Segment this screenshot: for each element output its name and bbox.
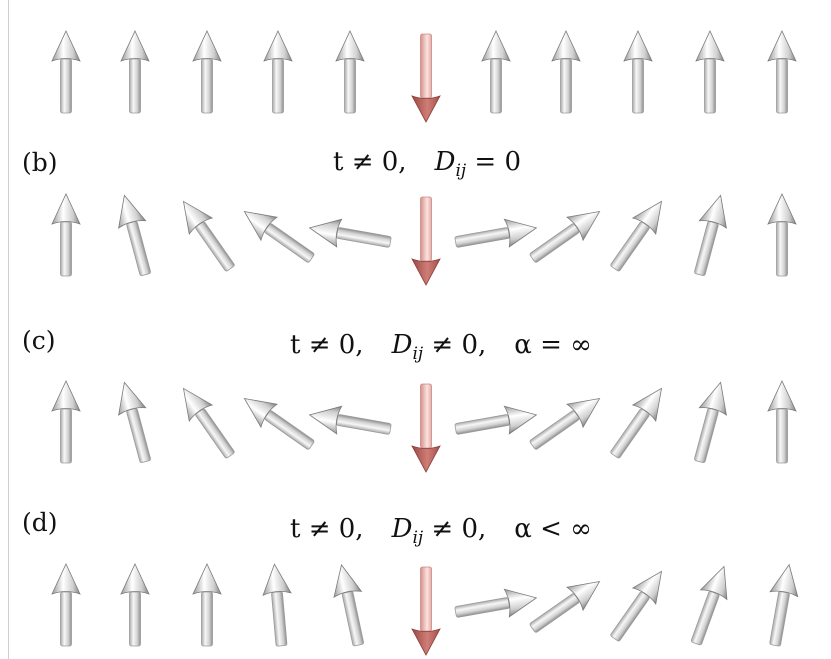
panel-4-arrows <box>51 563 799 656</box>
impurity-spin-arrow <box>411 383 441 473</box>
spin-arrow <box>262 563 292 647</box>
spin-arrow <box>243 210 315 263</box>
condition-t: t ≠ 0, <box>333 147 407 177</box>
impurity-spin-arrow <box>411 566 441 656</box>
spin-arrow <box>192 563 222 647</box>
condition-dij: Dij ≠ 0, <box>391 330 487 365</box>
spin-arrow <box>335 30 365 114</box>
panel-label-b: (b) <box>22 148 58 177</box>
spin-arrow <box>454 588 538 618</box>
panel-d-condition: t ≠ 0, Dij ≠ 0, α < ∞ <box>290 514 592 548</box>
spin-arrow <box>690 565 728 646</box>
spin-arrow <box>767 380 797 464</box>
spin-arrow <box>610 387 663 459</box>
spin-arrow <box>51 563 81 647</box>
spin-arrow <box>695 30 725 114</box>
spin-arrow <box>694 381 727 463</box>
spin-arrow <box>263 30 293 114</box>
spin-arrow <box>51 30 81 114</box>
condition-alpha: α < ∞ <box>514 514 592 544</box>
impurity-spin-arrow <box>411 33 441 123</box>
left-border-line <box>8 0 9 659</box>
spin-arrow <box>308 218 392 248</box>
condition-t: t ≠ 0, <box>290 514 364 544</box>
spin-arrow <box>454 405 538 435</box>
spin-arrow <box>51 380 81 464</box>
spin-arrow <box>243 397 315 450</box>
condition-t: t ≠ 0, <box>290 330 364 360</box>
spin-arrow <box>610 200 663 272</box>
panel-2-arrows <box>51 193 797 286</box>
panel-b-condition: t ≠ 0, Dij = 0 <box>333 147 521 181</box>
condition-dij: Dij ≠ 0, <box>391 514 487 549</box>
spin-arrow <box>308 405 392 435</box>
spin-arrow <box>182 387 235 459</box>
panel-3-arrows <box>51 380 797 473</box>
impurity-spin-arrow <box>411 196 441 286</box>
condition-alpha: α = ∞ <box>514 330 592 360</box>
spin-arrow <box>454 218 538 248</box>
spin-arrow <box>767 30 797 114</box>
spin-arrow <box>529 580 601 633</box>
spin-arrow <box>529 210 601 263</box>
condition-dij: Dij = 0 <box>434 147 522 182</box>
spin-arrow <box>120 30 150 114</box>
spin-arrow <box>551 30 581 114</box>
spin-arrow <box>769 563 799 647</box>
spin-arrow <box>333 563 364 647</box>
spin-arrow <box>481 30 511 114</box>
spin-arrow <box>767 193 797 277</box>
spin-arrow <box>51 193 81 277</box>
panel-label-c: (c) <box>22 326 56 355</box>
panel-label-d: (d) <box>22 508 58 537</box>
panel-1-arrows <box>51 30 797 123</box>
spin-arrow <box>623 30 653 114</box>
spin-arrow <box>118 194 151 276</box>
spin-arrow <box>118 381 151 463</box>
spin-arrow <box>182 200 235 272</box>
spin-arrow <box>610 570 663 642</box>
spin-arrow <box>694 194 727 276</box>
panel-c-condition: t ≠ 0, Dij ≠ 0, α = ∞ <box>290 330 592 364</box>
spin-arrow <box>529 397 601 450</box>
spin-arrow <box>120 563 150 647</box>
spin-arrow <box>192 30 222 114</box>
